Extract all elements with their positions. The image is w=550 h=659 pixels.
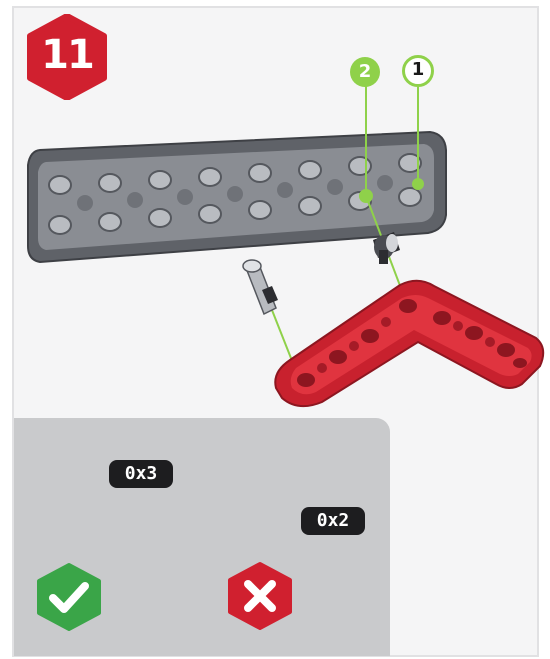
callout-2: 2 <box>350 57 380 87</box>
quantity-label-short-pin: 0x2 <box>301 507 365 535</box>
callout-1: 1 <box>402 55 434 87</box>
red-angle-beam <box>275 281 543 406</box>
check-icon <box>36 562 102 632</box>
x-icon <box>227 561 293 631</box>
quantity-label-long-pin: 0x3 <box>109 460 173 488</box>
pin-connector-loose <box>243 260 278 314</box>
